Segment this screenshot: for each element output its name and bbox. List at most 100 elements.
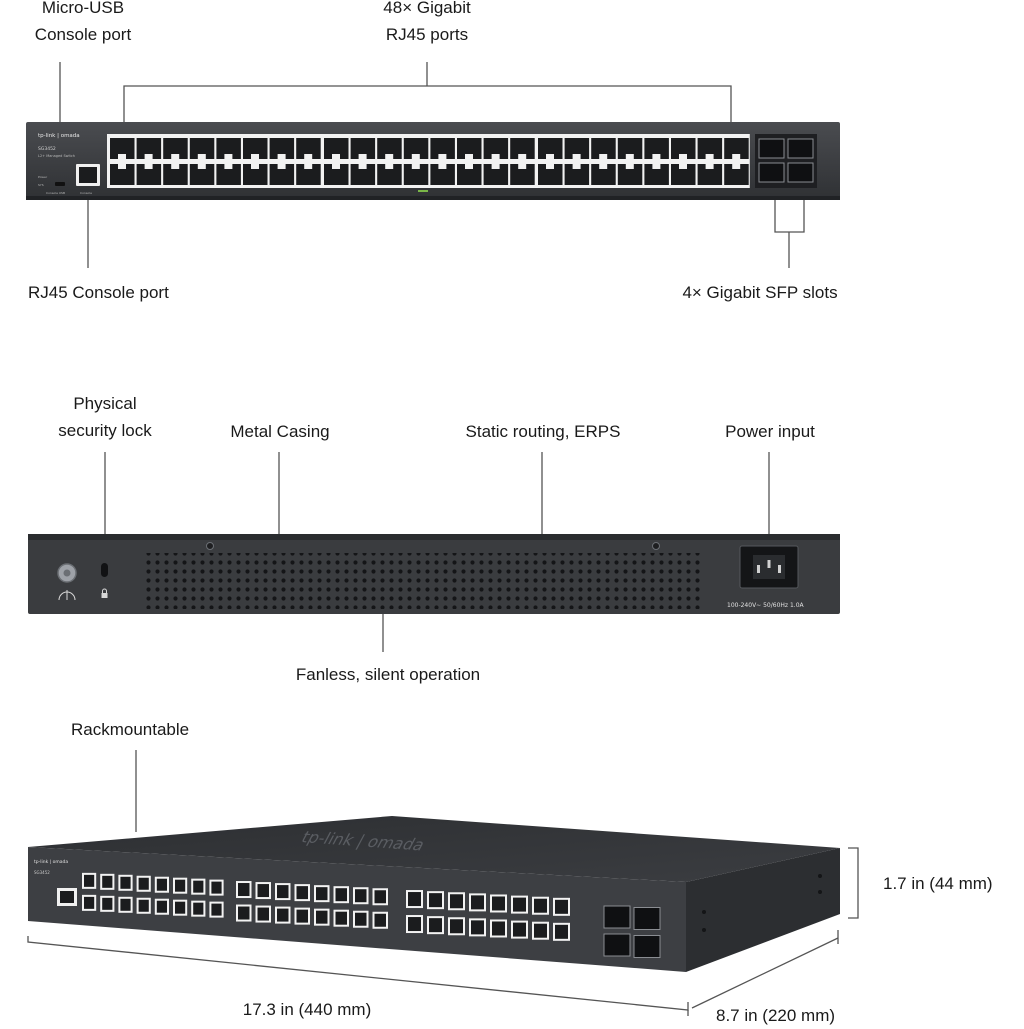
rj45-port-latch — [705, 164, 714, 169]
rj45-port-latch — [118, 154, 126, 159]
angled-brand: tp-link | omada — [34, 859, 68, 865]
rj45-port-15 — [296, 138, 321, 159]
rj45-port-2 — [110, 164, 135, 185]
rj45-port-26 — [430, 164, 455, 185]
rj45-port-43 — [671, 138, 696, 159]
rj45-port-latch — [625, 154, 634, 159]
angled-sfp-slot-2 — [633, 907, 661, 930]
front-rj45-port-array — [107, 134, 750, 192]
rj45-port-latch — [385, 154, 394, 159]
angled-rj45-hole — [102, 875, 113, 888]
rj45-port-latch — [411, 164, 420, 169]
micro-usb-callout: Micro-USB Console port — [18, 0, 148, 48]
security-lock-callout-line2: security lock — [58, 421, 152, 440]
power-input-callout: Power input — [725, 422, 815, 441]
angled-rj45-hole — [355, 912, 367, 926]
rj45-port-latch — [224, 164, 233, 169]
rj45-port-7 — [189, 138, 215, 159]
rj45-port-36 — [564, 164, 590, 185]
rj45-port-34 — [538, 164, 563, 185]
angled-callout-lines — [27, 750, 859, 1016]
console-usb-label: Console USB — [46, 191, 65, 195]
angled-rj45-hole — [429, 893, 442, 908]
rj45-port-48 — [724, 164, 749, 185]
rj45-port-latch — [385, 164, 394, 169]
rj45-port-37 — [591, 138, 616, 159]
rear-view: 100-240V∼ 50/60Hz 1.0A — [28, 452, 840, 652]
angled-rj45-hole — [193, 880, 204, 893]
angled-front-face — [28, 847, 686, 972]
rj45-port-latch — [546, 164, 554, 169]
rj45-port-16 — [296, 164, 321, 185]
angled-rj45-hole — [534, 923, 547, 938]
angled-rj45-hole — [492, 921, 505, 936]
rj45-port-latch — [224, 154, 233, 159]
angled-rj45-hole — [102, 897, 113, 910]
rj45-ports-callout-line1: 48× Gigabit — [383, 0, 471, 17]
rj45-port-latch — [491, 164, 500, 169]
rj45-port-latch — [705, 154, 714, 159]
rj45-port-latch — [358, 154, 367, 159]
rackmountable-callout: Rackmountable — [71, 720, 190, 739]
angled-rj45-hole — [211, 903, 222, 916]
rj45-port-30 — [483, 164, 509, 185]
rj45-port-latch — [732, 154, 741, 159]
height-dimension-label: 1.7 in (44 mm) — [883, 874, 993, 893]
micro-usb-callout-line1: Micro-USB — [41, 0, 125, 17]
angled-rj45-hole — [513, 897, 526, 912]
angled-rj45-hole — [84, 874, 95, 887]
rj45-port-latch — [277, 164, 286, 169]
front-chassis-edge — [26, 196, 840, 200]
angled-sfp-slot-4 — [633, 935, 661, 958]
rj45-port-8 — [189, 164, 215, 185]
front-sfp-slot-array — [755, 134, 817, 188]
angled-rj45-hole — [408, 917, 421, 932]
rj45-console-callout: RJ45 Console port — [28, 283, 169, 302]
angled-rj45-hole — [175, 879, 186, 892]
rj45-port-latch — [332, 164, 340, 169]
angled-rj45-hole — [84, 896, 95, 909]
rj45-port-46 — [697, 164, 723, 185]
angled-rj45-hole — [471, 920, 484, 935]
width-dimension-label: 17.3 in (440 mm) — [242, 1000, 372, 1019]
rj45-port-33 — [538, 138, 563, 159]
sfp-slots-callout: 4× Gigabit SFP slots — [682, 283, 838, 302]
angled-sfp-slot-3 — [603, 933, 631, 957]
angled-rj45-hole — [296, 909, 308, 923]
rj45-port-39 — [617, 138, 643, 159]
angled-rj45-hole — [257, 907, 269, 921]
angled-sfp-slot-1 — [603, 905, 631, 929]
angled-rj45-hole — [175, 901, 186, 914]
rj45-port-29 — [483, 138, 509, 159]
sfp-slot-4 — [787, 162, 814, 183]
rj45-ports-callout: 48× Gigabit RJ45 ports — [357, 0, 497, 48]
front-model: SG3452 — [38, 146, 56, 152]
angled-rj45-hole — [534, 898, 547, 913]
rj45-port-22 — [377, 164, 402, 185]
front-brand: tp-link | omada — [38, 133, 80, 139]
rj45-port-latch — [518, 154, 527, 159]
rj45-port-42 — [644, 164, 669, 185]
led-label-sys: SYS — [38, 183, 44, 187]
rj45-port-latch — [358, 164, 367, 169]
rj45-port-latch — [465, 154, 473, 159]
angled-rj45-hole — [316, 887, 328, 901]
angled-rj45-hole — [355, 889, 367, 903]
rj45-port-latch — [251, 164, 259, 169]
rj45-port-latch — [625, 164, 634, 169]
angled-rj45-hole — [555, 924, 568, 939]
angled-rj45-hole — [120, 898, 131, 911]
angled-rj45-hole — [156, 878, 167, 891]
angled-rj45-hole — [193, 902, 204, 915]
metal-casing-callout: Metal Casing — [230, 422, 330, 441]
rj45-port-4 — [136, 164, 162, 185]
rear-chassis-top-edge — [28, 534, 840, 540]
security-lock-callout: Physical security lock — [40, 390, 170, 444]
angled-rj45-hole — [429, 918, 442, 933]
rj45-port-18 — [324, 164, 349, 185]
security-lock-slot — [101, 563, 108, 577]
rj45-port-41 — [644, 138, 669, 159]
rj45-port-latch — [652, 164, 661, 169]
angled-rj45-hole — [335, 911, 347, 925]
